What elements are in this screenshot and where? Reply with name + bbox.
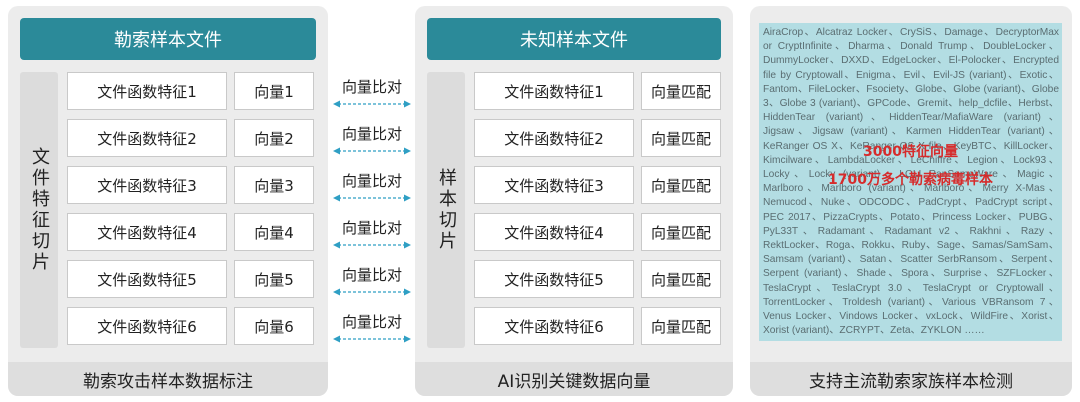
compare-arrow-label: 向量比对 — [341, 125, 402, 143]
compare-arrow-5: 向量比对 — [330, 264, 414, 302]
left-vector-1: 向量1 — [234, 72, 314, 110]
left-side-label: 文件特征切片 — [20, 72, 58, 348]
left-vector-5: 向量5 — [234, 260, 314, 298]
compare-arrow-label: 向量比对 — [341, 78, 402, 96]
feature-vector-count: 3000特征向量 — [863, 144, 958, 160]
right-panel-footer: 支持主流勒索家族样本检测 — [750, 362, 1072, 396]
left-feature-5: 文件函数特征5 — [67, 260, 227, 298]
middle-match-1: 向量匹配 — [641, 72, 721, 110]
middle-side-label-text: 样本切片 — [436, 168, 457, 252]
middle-feature-1: 文件函数特征1 — [474, 72, 634, 110]
middle-match-4: 向量匹配 — [641, 213, 721, 251]
left-feature-3: 文件函数特征3 — [67, 166, 227, 204]
compare-arrow-label: 向量比对 — [341, 172, 402, 190]
middle-match-2: 向量匹配 — [641, 119, 721, 157]
compare-arrow-1: 向量比对 — [330, 76, 414, 114]
compare-arrow-label: 向量比对 — [341, 266, 402, 284]
left-feature-6: 文件函数特征6 — [67, 307, 227, 345]
double-arrow-icon — [333, 147, 411, 155]
middle-match-5: 向量匹配 — [641, 260, 721, 298]
left-vector-6: 向量6 — [234, 307, 314, 345]
middle-panel-header: 未知样本文件 — [427, 18, 721, 60]
double-arrow-icon — [333, 194, 411, 202]
compare-arrow-6: 向量比对 — [330, 311, 414, 349]
double-arrow-icon — [333, 241, 411, 249]
compare-arrow-2: 向量比对 — [330, 123, 414, 161]
left-feature-4: 文件函数特征4 — [67, 213, 227, 251]
double-arrow-icon — [333, 100, 411, 108]
ransomware-family-list: AiraCrop、Alcatraz Locker、CrySiS、Damage、D… — [763, 27, 1059, 337]
middle-feature-2: 文件函数特征2 — [474, 119, 634, 157]
left-feature-1: 文件函数特征1 — [67, 72, 227, 110]
left-vector-4: 向量4 — [234, 213, 314, 251]
compare-arrow-3: 向量比对 — [330, 170, 414, 208]
middle-match-3: 向量匹配 — [641, 166, 721, 204]
left-panel: 勒索样本文件 文件特征切片 文件函数特征1 文件函数特征2 文件函数特征3 文件… — [8, 6, 328, 396]
sample-count: 1700万多个勒索病毒样本 — [828, 172, 993, 188]
left-vector-2: 向量2 — [234, 119, 314, 157]
left-panel-header: 勒索样本文件 — [20, 18, 316, 60]
middle-panel: 未知样本文件 样本切片 文件函数特征1 文件函数特征2 文件函数特征3 文件函数… — [415, 6, 733, 396]
left-side-label-text: 文件特征切片 — [29, 147, 50, 273]
middle-feature-3: 文件函数特征3 — [474, 166, 634, 204]
middle-side-label: 样本切片 — [427, 72, 465, 348]
left-panel-footer: 勒索攻击样本数据标注 — [8, 362, 328, 396]
left-feature-2: 文件函数特征2 — [67, 119, 227, 157]
compare-arrow-4: 向量比对 — [330, 217, 414, 255]
compare-arrow-label: 向量比对 — [341, 313, 402, 331]
compare-arrow-label: 向量比对 — [341, 219, 402, 237]
middle-match-6: 向量匹配 — [641, 307, 721, 345]
middle-feature-5: 文件函数特征5 — [474, 260, 634, 298]
ransomware-family-cloud: AiraCrop、Alcatraz Locker、CrySiS、Damage、D… — [759, 23, 1062, 341]
double-arrow-icon — [333, 335, 411, 343]
middle-feature-6: 文件函数特征6 — [474, 307, 634, 345]
left-vector-3: 向量3 — [234, 166, 314, 204]
middle-feature-4: 文件函数特征4 — [474, 213, 634, 251]
double-arrow-icon — [333, 288, 411, 296]
middle-panel-footer: AI识别关键数据向量 — [415, 362, 733, 396]
